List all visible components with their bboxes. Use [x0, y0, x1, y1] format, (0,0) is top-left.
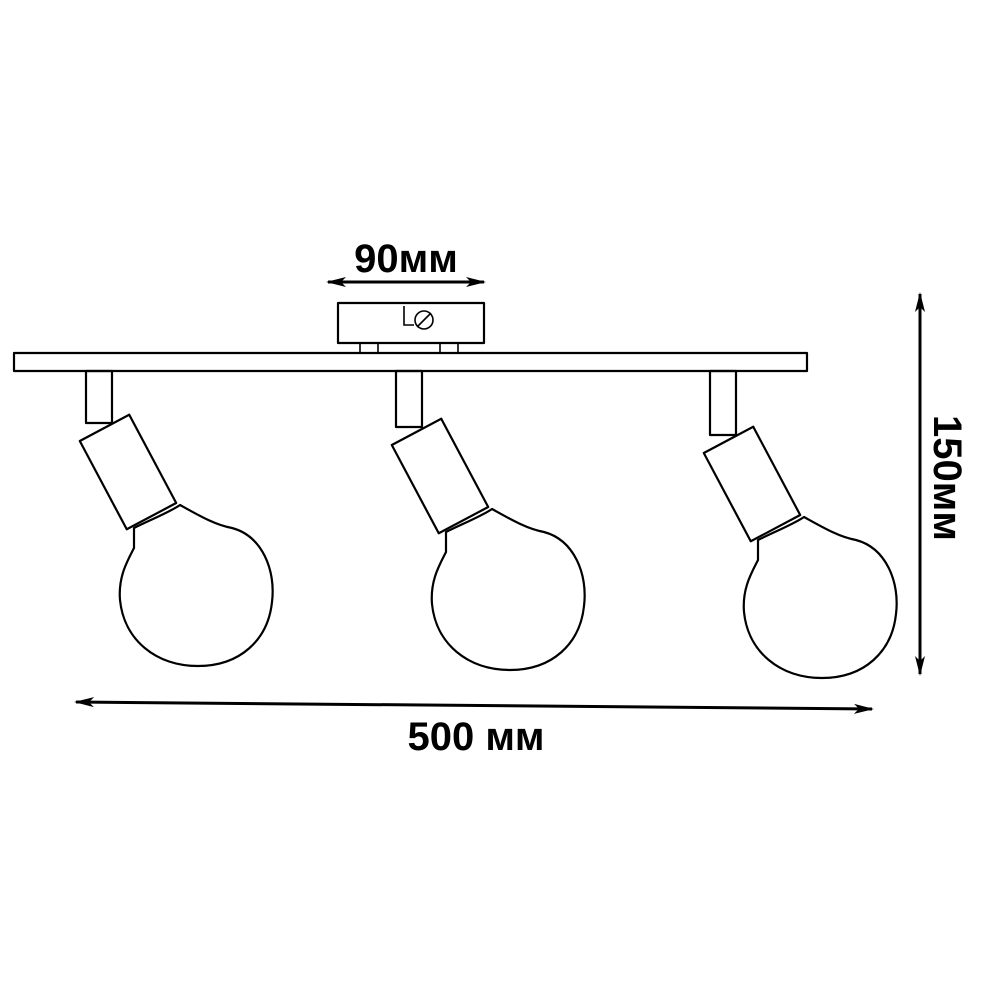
mounting-bar [12, 351, 809, 373]
base-width-label: 90мм [354, 237, 458, 281]
screw-icon [414, 310, 434, 330]
spotlight-right [702, 369, 898, 680]
dimension-height: 150мм [915, 292, 969, 676]
lamp-socket [78, 413, 178, 531]
height-label: 150мм [925, 415, 969, 541]
spotlight-center [390, 369, 586, 672]
arm-stem [394, 369, 424, 429]
arm-stem [708, 369, 738, 437]
bulb-icon [430, 507, 586, 672]
dimension-total-length: 500 мм [74, 697, 874, 759]
spotlight-left [78, 369, 274, 668]
dimension-base-width: 90мм [326, 237, 486, 287]
mounting-base [336, 301, 486, 354]
lamp-socket [390, 417, 490, 535]
total-length-label: 500 мм [407, 715, 544, 759]
arm-stem [84, 369, 114, 425]
lamp-socket [702, 425, 802, 543]
bulb-icon [118, 503, 274, 668]
bulb-icon [742, 515, 898, 680]
